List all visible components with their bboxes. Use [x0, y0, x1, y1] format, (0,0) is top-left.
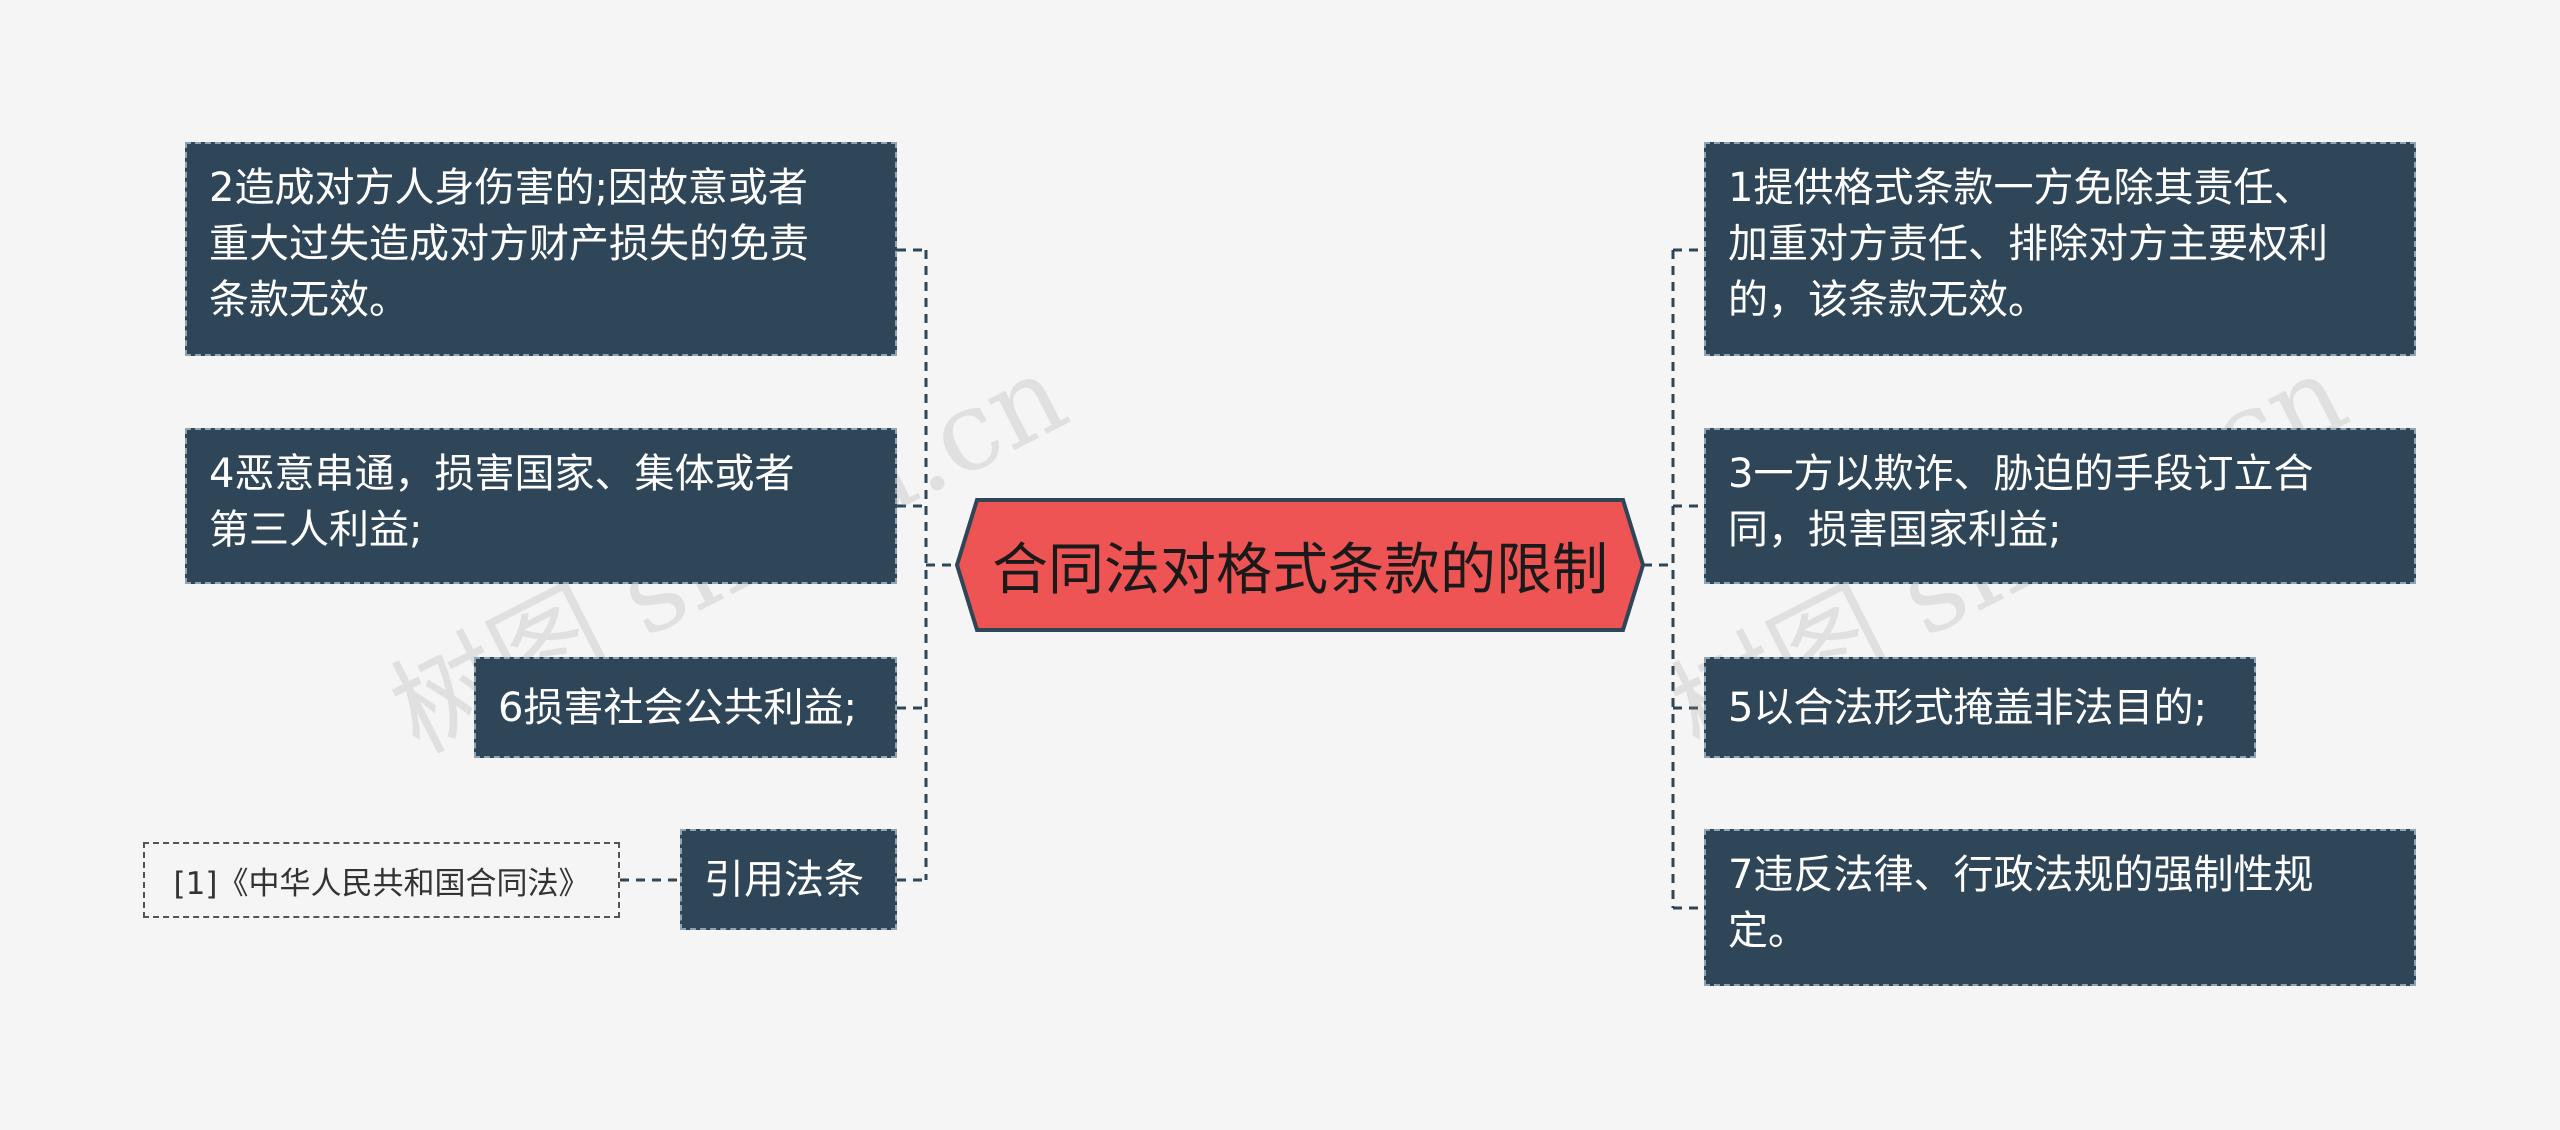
citation-reference[interactable]: [1]《中华人民共和国合同法》: [143, 842, 620, 918]
node-left-4[interactable]: 4恶意串通，损害国家、集体或者 第三人利益;: [185, 428, 897, 584]
node-right-1[interactable]: 1提供格式条款一方免除其责任、 加重对方责任、排除对方主要权利 的，该条款无效。: [1704, 142, 2416, 356]
node-right-3[interactable]: 3一方以欺诈、胁迫的手段订立合 同，损害国家利益;: [1704, 428, 2416, 584]
center-topic-shape: [954, 498, 1646, 632]
node-left-cite[interactable]: 引用法条: [680, 829, 897, 930]
center-topic[interactable]: 合同法对格式条款的限制: [992, 537, 1608, 603]
node-left-6[interactable]: 6损害社会公共利益;: [474, 657, 897, 758]
node-right-7[interactable]: 7违反法律、行政法规的强制性规 定。: [1704, 829, 2416, 986]
node-left-2[interactable]: 2造成对方人身伤害的;因故意或者 重大过失造成对方财产损失的免责 条款无效。: [185, 142, 897, 356]
node-right-5[interactable]: 5以合法形式掩盖非法目的;: [1704, 657, 2256, 758]
